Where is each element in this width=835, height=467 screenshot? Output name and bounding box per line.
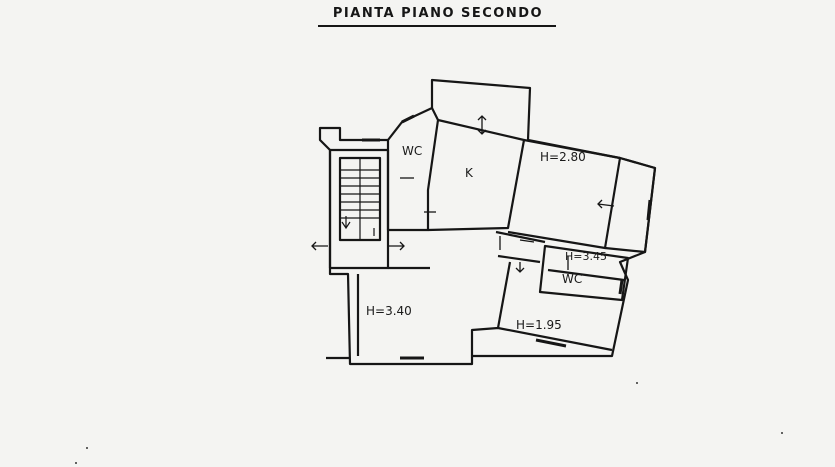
room-label-wc-mid: WC [562,272,583,286]
room-label-195: H=1.95 [516,318,562,332]
room-label-345: H=3.45 [565,250,607,263]
bath-345-walls [538,244,630,302]
room-label-280: H=2.80 [540,150,586,164]
corridor-walls [495,230,546,264]
door-arrows [311,115,615,273]
scan-speck [781,432,783,434]
wc-mid-divider [547,268,625,282]
wc-top-walls [386,107,440,232]
room-195-walls [470,261,613,356]
window-marks [362,114,652,360]
room-label-wc-top: WC [402,144,423,158]
scan-speck [636,382,638,384]
kitchen-walls [427,118,526,232]
scan-speck [86,447,88,449]
outer-wall [318,78,657,366]
room-label-hall: H=3.40 [366,304,412,318]
title-underline [318,25,556,27]
room-label-kitchen: K [465,166,473,180]
hall-walls [356,266,430,356]
room-280-walls [507,138,622,250]
stair-treads [340,158,380,240]
plan-title: PIANTA PIANO SECONDO [332,6,544,21]
scan-speck [75,462,77,464]
